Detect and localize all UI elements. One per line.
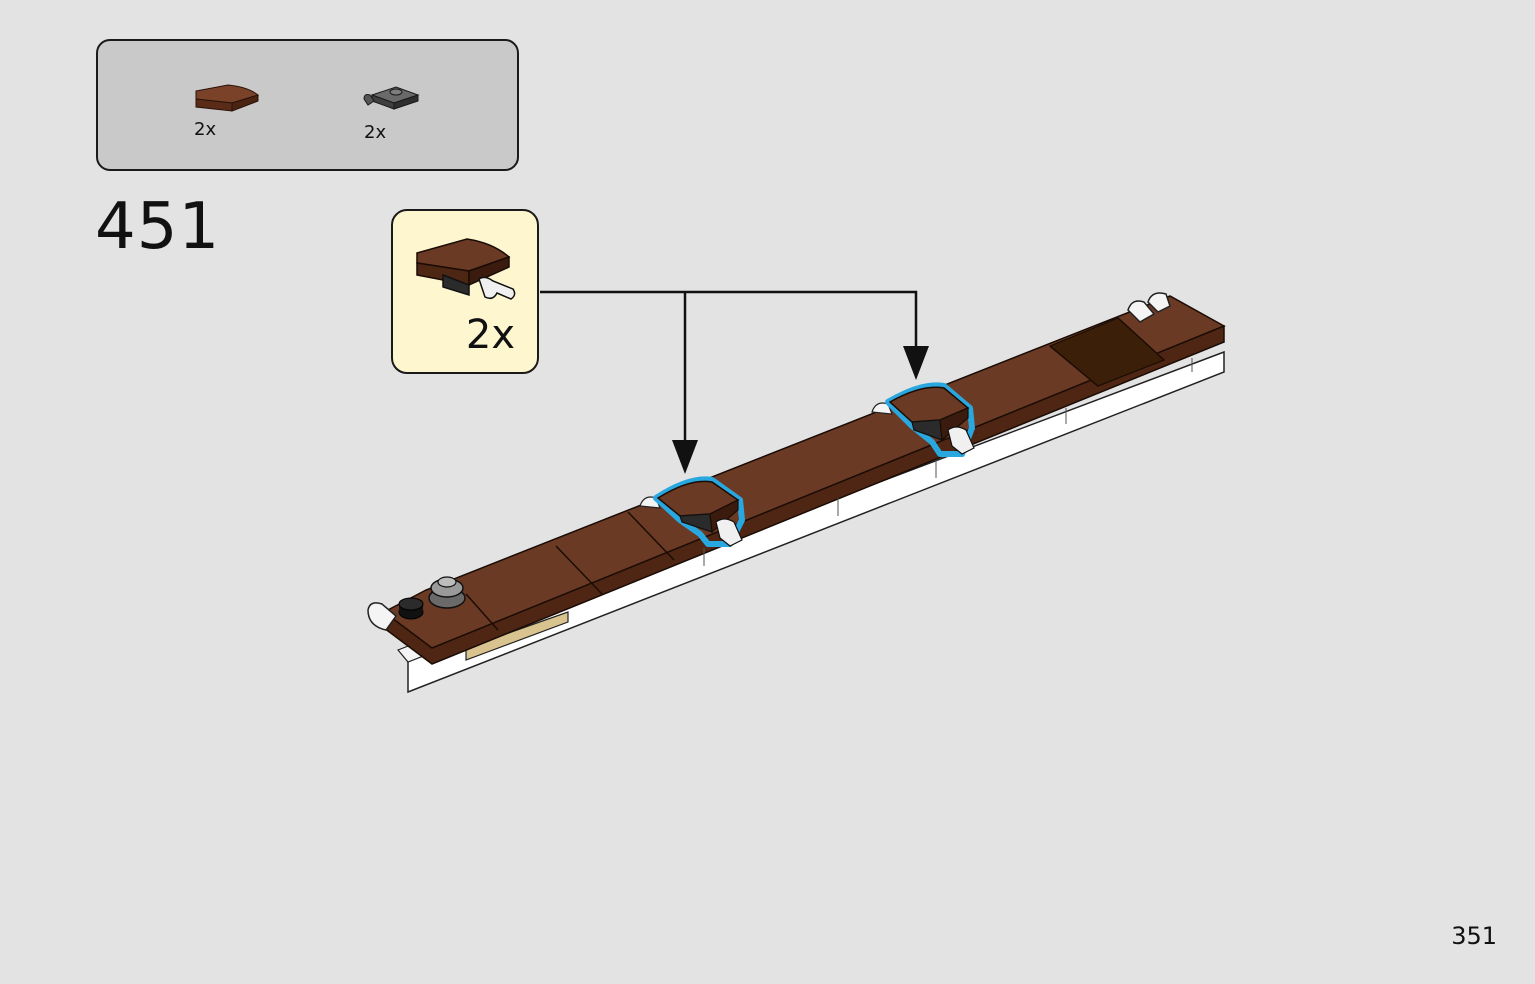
white-base-side	[407, 350, 1225, 694]
end-clip-icon	[367, 602, 398, 631]
callout-quantity: 2x	[465, 312, 515, 358]
new-part-highlight-2	[885, 382, 975, 457]
end-clip-icon	[1147, 292, 1171, 313]
new-part-highlight-1	[653, 476, 745, 547]
dark-brown-tile	[1048, 317, 1166, 387]
curved-slope-on-clip-icon	[416, 238, 516, 300]
base-seams	[703, 358, 1193, 566]
brown-tiles-top	[382, 295, 1226, 649]
callout-panel: 2x	[391, 209, 539, 374]
grey-clip-plate-icon	[363, 86, 420, 110]
parts-list-panel: 2x 2x	[96, 39, 519, 171]
arrow-head-icon	[903, 346, 929, 380]
placement-arrows	[540, 290, 918, 454]
step-number: 451	[95, 190, 221, 264]
grey-round-stud-icon	[428, 576, 466, 609]
end-clip-icon	[1127, 300, 1156, 323]
brown-curved-slope-icon	[195, 84, 260, 112]
part-quantity: 2x	[194, 119, 217, 140]
callout-arrow-line	[540, 290, 918, 360]
arrow-head-icon	[672, 440, 698, 474]
page-number: 351	[1451, 922, 1497, 950]
part-quantity: 2x	[364, 122, 387, 143]
tan-tile	[465, 611, 569, 661]
